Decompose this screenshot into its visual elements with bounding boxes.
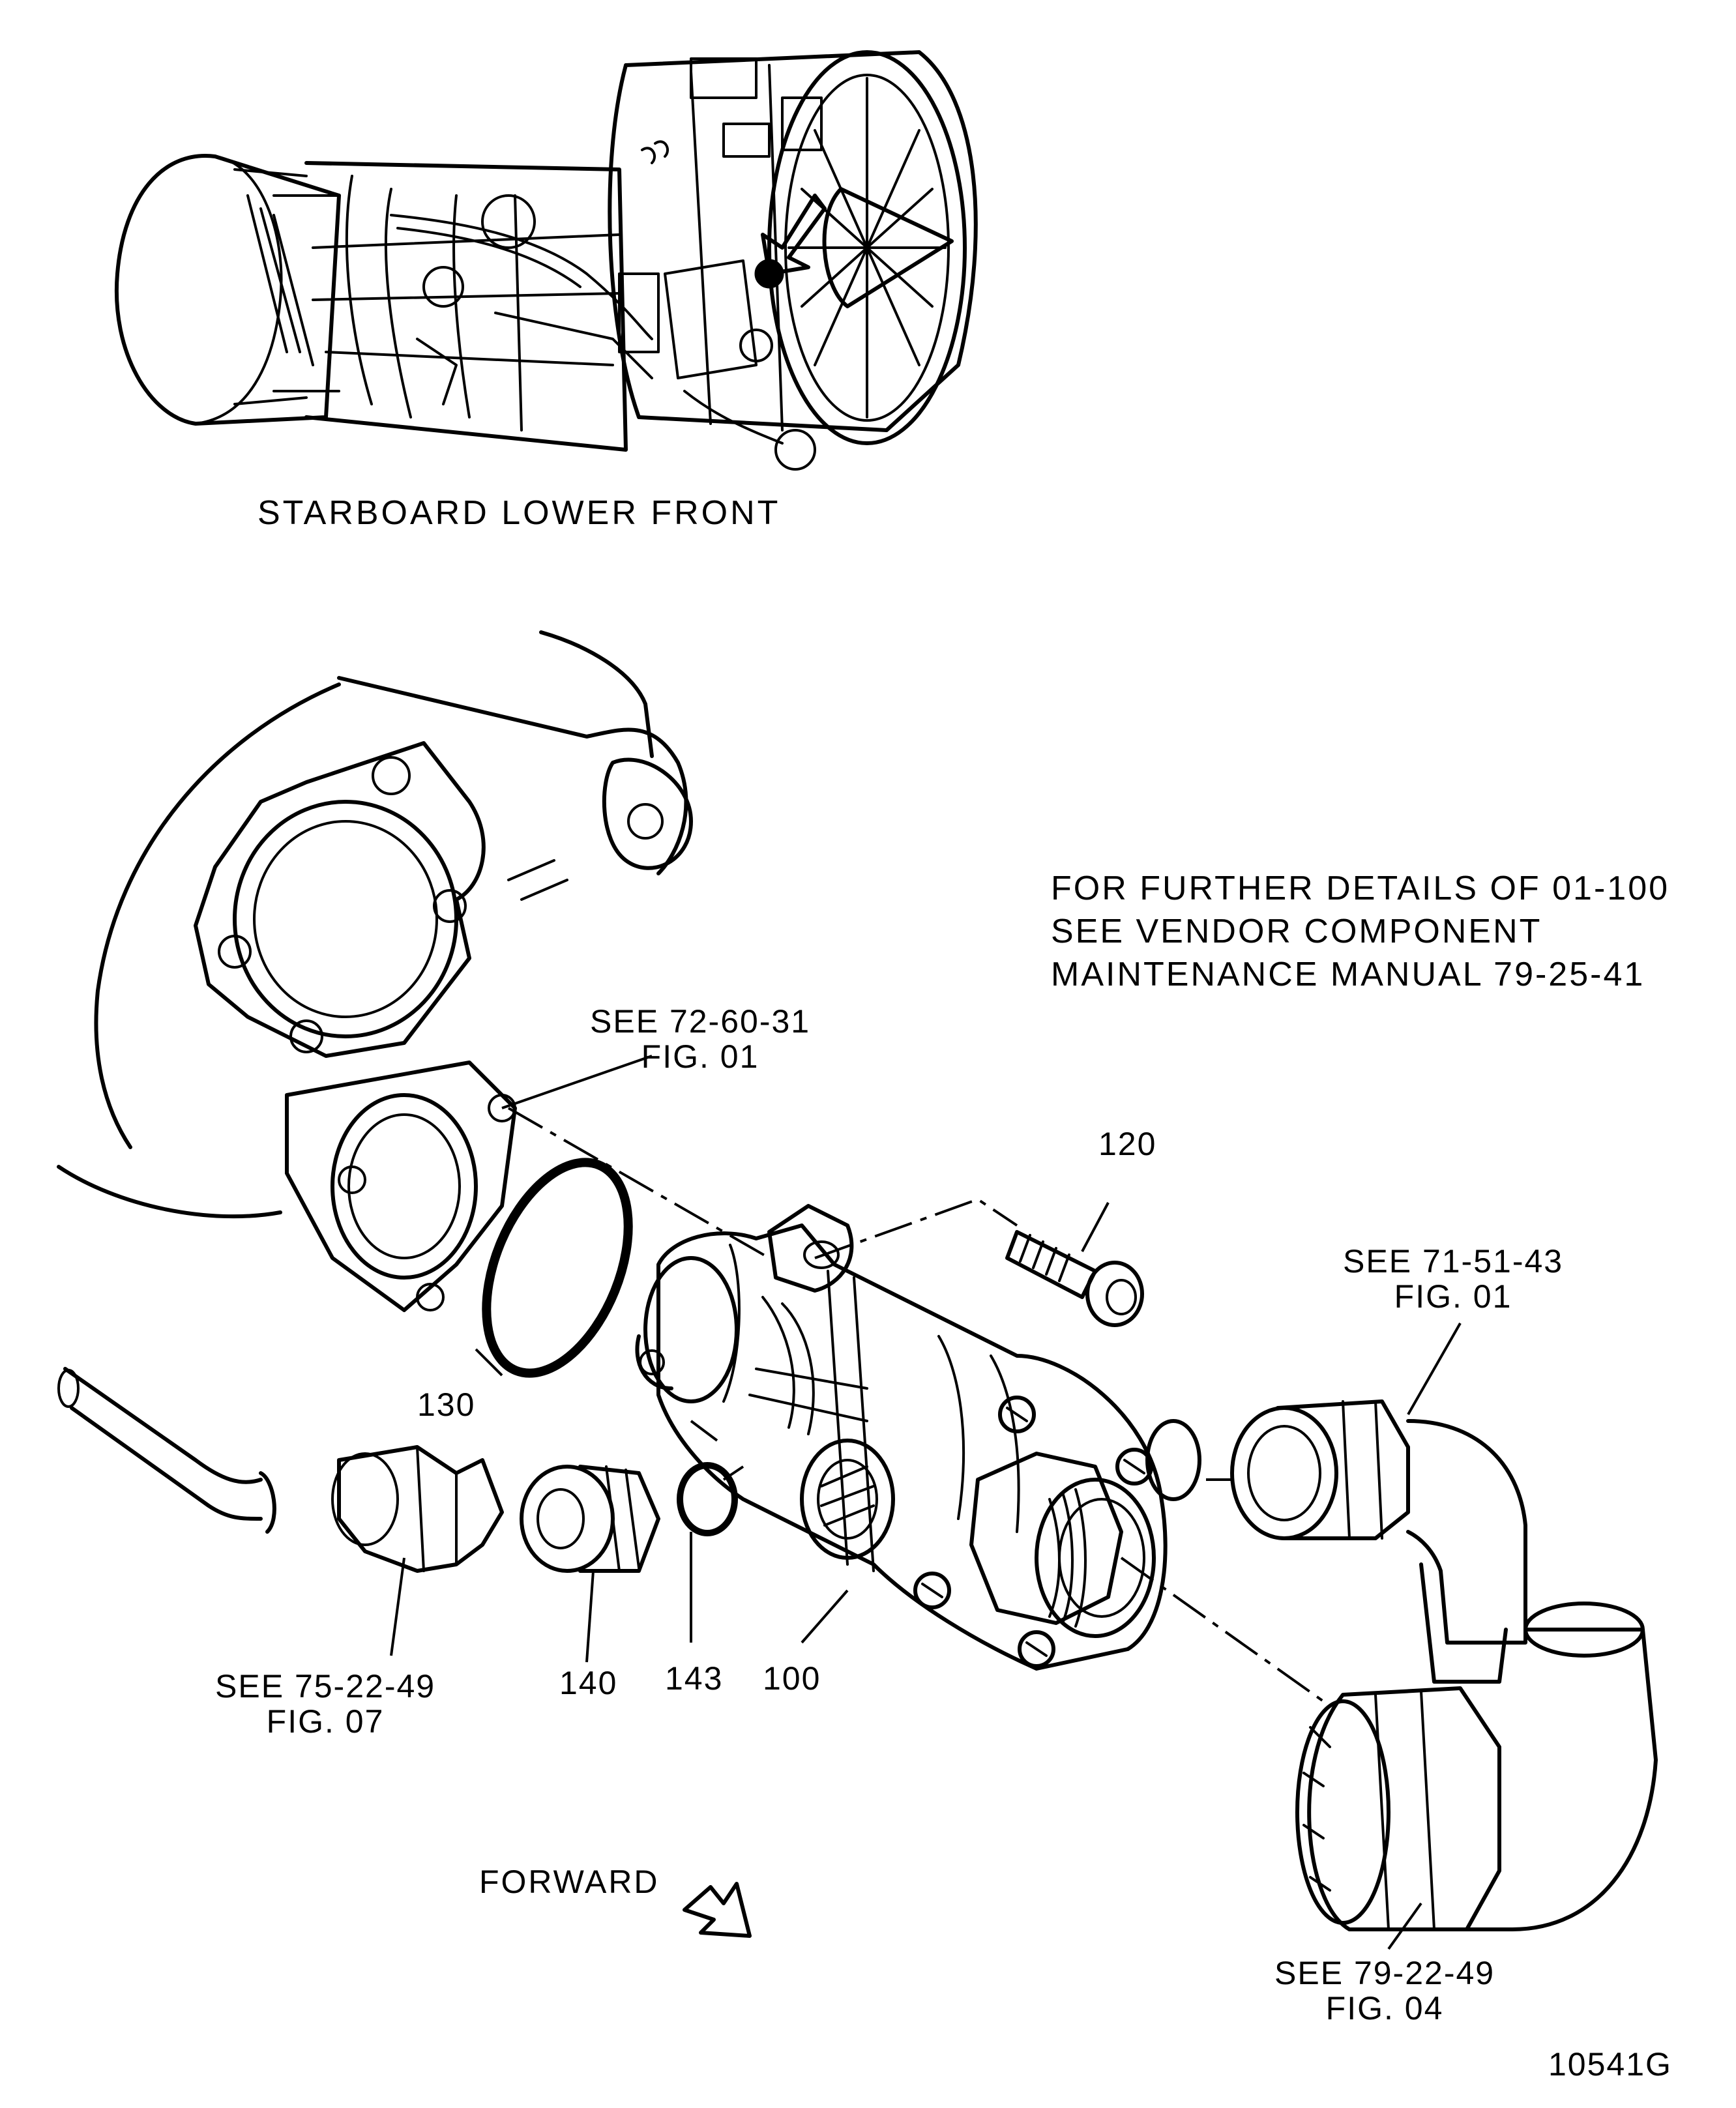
- callout-see: SEE 71-51-43: [1343, 1243, 1564, 1280]
- gearbox-mounting-pad-drawing: [57, 630, 693, 1312]
- callout-fig: FIG. 01: [641, 1038, 759, 1075]
- callout-fig: FIG. 04: [1325, 1990, 1444, 2027]
- figure-id: 10541G: [1548, 2046, 1672, 2083]
- pump-assembly-100: [635, 1204, 1201, 1671]
- forward-arrow-icon: [683, 1882, 752, 1938]
- union-fitting-140: [520, 1465, 660, 1573]
- callout-see: SEE 72-60-31: [590, 1003, 811, 1040]
- forward-label: FORWARD: [479, 1864, 660, 1900]
- callout-item-100: 100: [763, 1660, 821, 1697]
- callout-fig: FIG. 07: [266, 1703, 385, 1740]
- seal-ring-143: [677, 1462, 738, 1536]
- elbow-fitting-71-51-43: [1230, 1399, 1527, 1684]
- engine-overview-drawing: [114, 50, 978, 471]
- callout-item-143: 143: [665, 1660, 724, 1697]
- hose-assembly-75-22-49: [57, 1367, 504, 1573]
- callout-fig: FIG. 01: [1394, 1278, 1512, 1315]
- elbow-fitting-79-22-49: [1295, 1602, 1658, 1931]
- callout-leaders: [390, 1055, 1462, 1950]
- callout-item-130: 130: [417, 1386, 476, 1423]
- callout-ref-79-22-49: SEE 79-22-49 FIG. 04: [1274, 1955, 1495, 2026]
- callout-see: SEE 79-22-49: [1274, 1955, 1495, 1991]
- callout-item-120: 120: [1098, 1126, 1157, 1162]
- callout-item-140: 140: [559, 1665, 618, 1701]
- callout-ref-71-51-43: SEE 71-51-43 FIG. 01: [1343, 1244, 1563, 1314]
- upper-view-caption: STARBOARD LOWER FRONT: [257, 494, 781, 532]
- assembly-centerlines: [508, 1107, 1325, 1703]
- vendor-manual-note: FOR FURTHER DETAILS OF 01-100 SEE VENDOR…: [1051, 867, 1670, 996]
- callout-ref-72-60-31: SEE 72-60-31 FIG. 01: [590, 1004, 810, 1074]
- note-line-1: FOR FURTHER DETAILS OF 01-100: [1051, 870, 1670, 907]
- callout-see: SEE 75-22-49: [215, 1668, 436, 1705]
- note-line-3: MAINTENANCE MANUAL 79-25-41: [1051, 956, 1645, 993]
- o-ring-130: [482, 1158, 633, 1378]
- bolt-120: [1005, 1230, 1144, 1327]
- note-line-2: SEE VENDOR COMPONENT: [1051, 913, 1542, 950]
- callout-ref-75-22-49: SEE 75-22-49 FIG. 07: [215, 1669, 435, 1739]
